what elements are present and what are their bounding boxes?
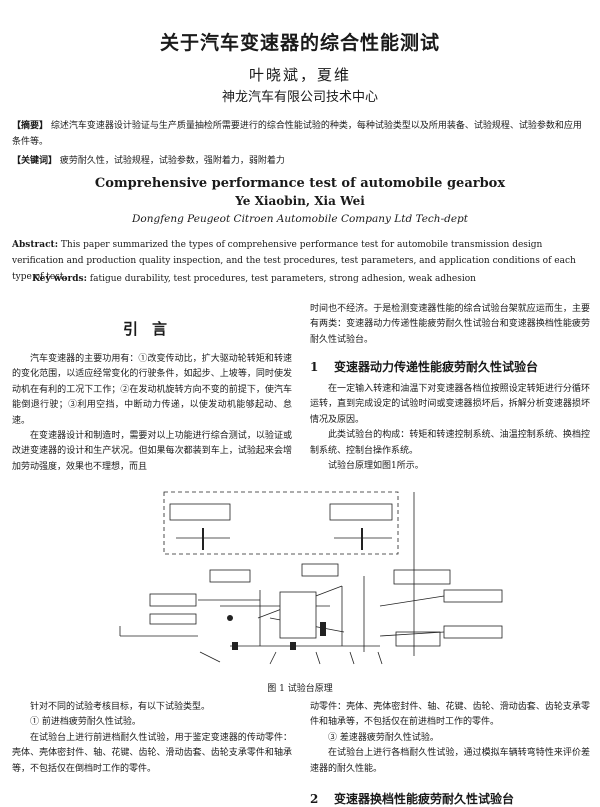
section-2-number: 2 [310,792,319,806]
figure-1-schematic [119,491,503,665]
intro-paragraph-1: 汽车变速器的主要功用有：①改变传动比，扩大驱动轮转矩和转速的变化范围，以适应经常… [12,354,292,426]
section-1-number: 1 [310,360,319,374]
box-3 [149,613,197,625]
bottom-left-paragraph-1: 针对不同的试验考核目标，有以下试验类型。 [30,702,211,712]
english-abstract: Abstract: This paper summarized the type… [12,237,590,285]
intro-paragraph-2: 在变速器设计和制造时，需要对以上功能进行综合测试，以验证或改进变速器的设计和生产… [12,431,292,472]
section-1-title: 变速器动力传递性能疲劳耐久性试验台 [334,360,539,374]
keywords-cn: 【关键词】 疲劳耐久性，试验规程，试验参数，强附着力，弱附着力 [12,154,590,168]
box-1 [209,569,251,583]
abstract-cn-label: 【摘要】 [12,121,49,131]
section-1-paragraph-1: 在一定输入转速和油温下对变速器各档位按照设定转矩进行分循环运转，直到完成设定的试… [310,384,590,425]
figure-1-lines [119,491,503,665]
box-6 [443,589,503,603]
dashed-frame [163,491,399,555]
figure-1-blocks [227,591,326,650]
english-affiliation: Dongfeng Peugeot Citroen Automobile Comp… [132,213,468,225]
abstract-cn-text: 综述汽车变速器设计验证与生产质量抽检所需要进行的综合性能试验的种类，每种试验类型… [12,121,582,147]
section-2-heading: 2 变速器换档性能疲劳耐久性试验台 [310,790,590,807]
bottom-left-body: 针对不同的试验考核目标，有以下试验类型。 ① 前进档疲劳耐久性试验。 在试验台上… [12,700,292,777]
intro-body: 汽车变速器的主要功用有：①改变传动比，扩大驱动轮转矩和转速的变化范围，以适应经常… [12,352,292,475]
english-abstract-label: Abstract: [12,240,59,250]
box-7 [395,631,441,647]
bottom-left-paragraph-2: ① 前进档疲劳耐久性试验。 [30,717,141,728]
bottom-right-paragraph-1: 动零件：壳体、壳体密封件、轴、花键、齿轮、滑动齿套、齿轮支承零件和轴承等，不包括… [310,702,590,728]
keywords-cn-text: 疲劳耐久性，试验规程，试验参数，强附着力，弱附着力 [59,156,285,166]
keywords-cn-label: 【关键词】 [12,156,58,166]
english-keywords-text: fatigue durability, test procedures, tes… [89,274,476,284]
right-top-body: 时间也不经济。于是检测变速器性能的综合试验台架就应运而生，主要有两类：变速器动力… [310,302,590,348]
english-keywords-label: Key words: [32,274,87,284]
section-1-body: 在一定输入转速和油温下对变速器各档位按照设定转矩进行分循环运转，直到完成设定的试… [310,382,590,474]
bottom-right-paragraph-2: ③ 差速器疲劳耐久性试验。 [328,732,439,743]
authors: 叶晓斌，夏维 [248,66,351,84]
section-1-paragraph-3: 试验台原理如图1所示。 [328,461,424,472]
section-1-heading: 1 变速器动力传递性能疲劳耐久性试验台 [310,358,590,375]
box-2 [149,593,197,607]
box-motor-left [169,503,231,521]
section-2-title: 变速器换档性能疲劳耐久性试验台 [334,792,515,806]
english-title: Comprehensive performance test of automo… [94,176,506,191]
bottom-right-body: 动零件：壳体、壳体密封件、轴、花键、齿轮、滑动齿套、齿轮支承零件和轴承等，不包括… [310,700,590,777]
right-top-paragraph: 时间也不经济。于是检测变速器性能的综合试验台架就应运而生，主要有两类：变速器动力… [310,304,590,345]
affiliation: 神龙汽车有限公司技术中心 [221,90,378,105]
english-abstract-text: This paper summarized the types of compr… [12,240,576,282]
box-8 [443,625,503,639]
bottom-left-paragraph-3: 在试验台上进行前进档耐久性试验，用于鉴定变速器的传动零件：壳体、壳体密封件、轴、… [12,732,292,774]
paper-title: 关于汽车变速器的综合性能测试 [159,32,440,54]
section-1-paragraph-2: 此类试验台的构成：转矩和转速控制系统、油温控制系统、换档控制系统、控制台操作系统… [310,430,590,456]
box-motor-right [329,503,393,521]
box-4 [301,563,339,577]
box-5 [393,569,451,585]
intro-heading: 引言 [122,320,181,338]
english-authors: Ye Xiaobin, Xia Wei [235,194,365,208]
abstract-cn: 【摘要】 综述汽车变速器设计验证与生产质量抽检所需要进行的综合性能试验的种类，每… [12,118,590,150]
figure-1-caption: 图 1 试验台原理 [267,684,333,694]
bottom-right-paragraph-3: 在试验台上进行各档耐久性试验，通过模拟车辆转弯特性来评价差速器的耐久性能。 [310,748,590,774]
english-keywords: Key words: fatigue durability, test proc… [32,272,590,286]
